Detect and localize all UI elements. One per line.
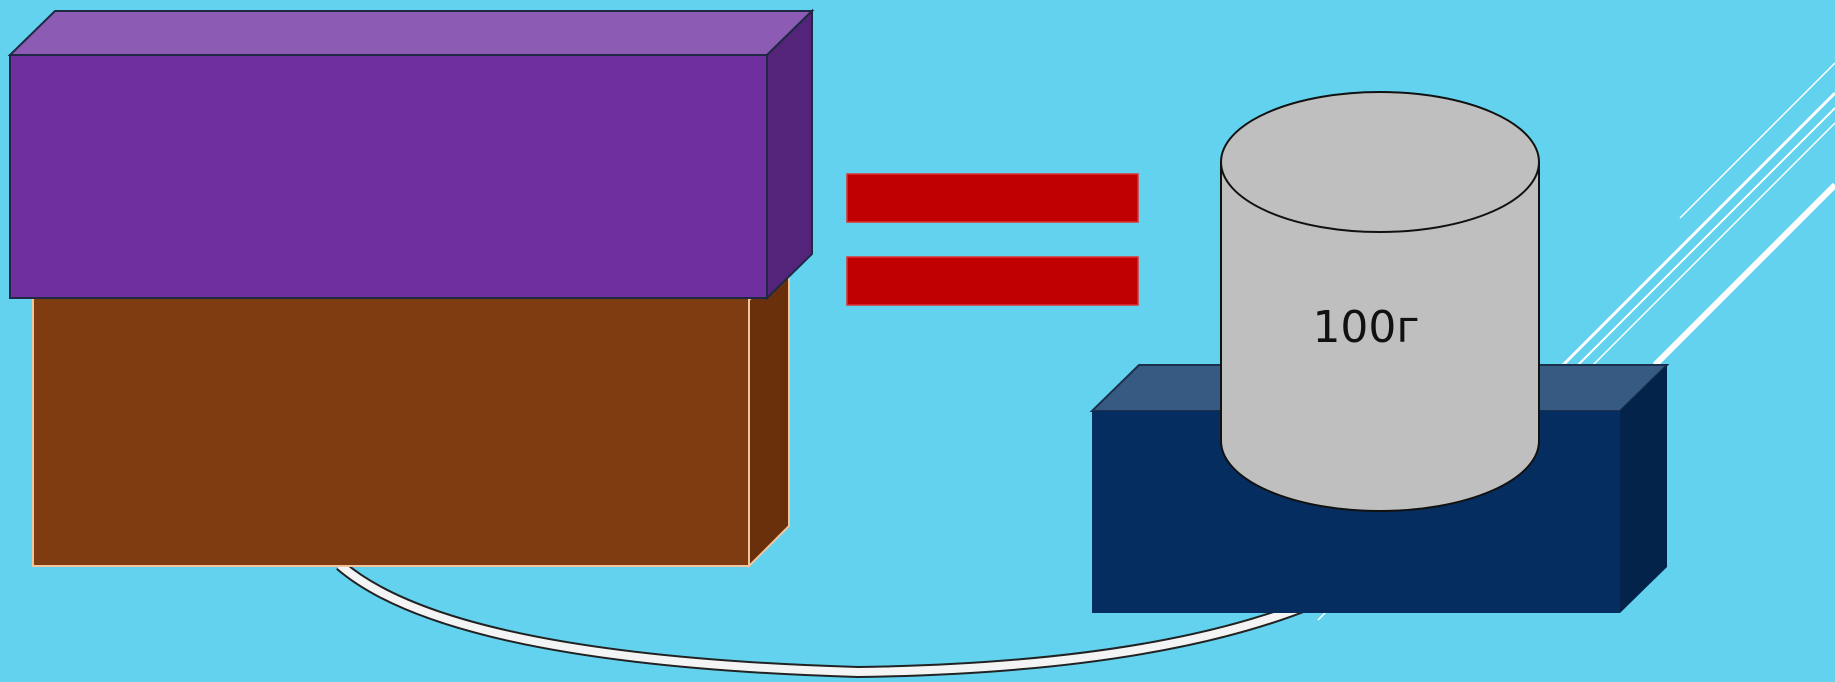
brown-block-side [748,257,790,569]
weight-cylinder: 100г [1220,91,1540,512]
purple-block-side [766,8,813,301]
weight-label: 100г [1312,302,1419,353]
scale-base-side [1620,365,1667,613]
purple-block [7,8,815,301]
purple-block-top [7,10,815,56]
purple-block-front [9,54,768,299]
brown-block-front [32,279,750,567]
equals-bar-top [846,173,1139,223]
weight-top [1220,91,1540,233]
equals-bar-bottom [846,256,1139,306]
connecting-arc [336,560,1313,679]
brown-block [32,257,790,569]
equals-sign [846,173,1139,306]
weight-body [1220,161,1540,512]
